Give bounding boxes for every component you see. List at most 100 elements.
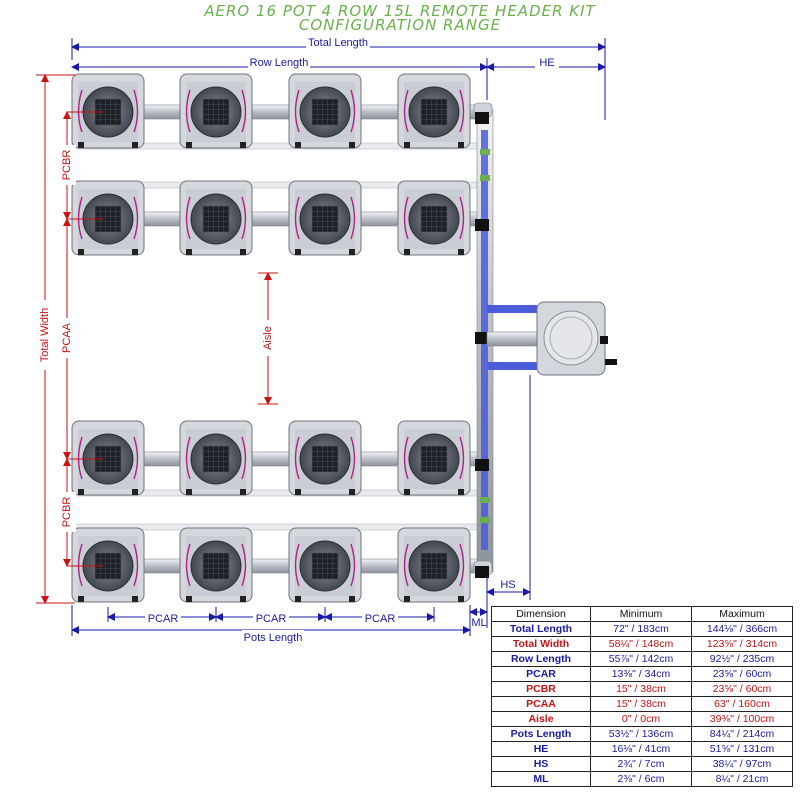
minimum-cell: 13⅜" / 34cm [590,666,692,682]
total-length-label-bg [306,35,370,49]
fitting [475,566,489,578]
pot-foot [78,489,84,495]
title-line-1: AERO 16 POT 4 ROW 15L REMOTE HEADER KIT [204,2,596,20]
fitting [475,332,489,344]
he-label: HE [539,57,554,69]
tank-outlet [605,359,617,365]
green-coupler [480,149,490,155]
column-header: Minimum [590,606,692,622]
pot [67,180,145,256]
drip-line-left [185,196,191,240]
dimension-name-cell: Total Length [491,621,591,637]
dimension-name-cell: PCAR [491,666,591,682]
pot [67,527,145,603]
pot [288,180,362,256]
pcbr-top-label: PCBR [61,150,73,181]
maximum-cell: 8¼" / 21cm [691,771,793,787]
pots-length-label: Pots Length [244,632,303,644]
pcar-label-bg-1 [145,611,181,625]
net-cup [420,98,448,126]
drip-line-right [459,89,465,133]
pcaa-label-bg [58,318,76,358]
title-line-2: CONFIGURATION RANGE [298,16,502,34]
pots-length-label-bg [242,630,304,644]
green-coupler [480,517,490,523]
pot [67,420,145,496]
dimension-name-cell: Aisle [491,711,591,727]
dimension-name-cell: HE [491,741,591,757]
drip-line-right [350,543,356,587]
pcbr-bottom-label-bg [58,492,76,532]
drip-line-right [133,543,139,587]
drip-line-right [133,436,139,480]
pot-foot [240,249,246,255]
drip-line-right [350,89,356,133]
pot-foot [186,249,192,255]
drip-line-right [133,196,139,240]
pot-foot [186,596,192,602]
drip-line-right [241,89,247,133]
drip-line-left [294,543,300,587]
pot-foot [404,249,410,255]
fitting [475,112,489,124]
maximum-cell: 63" / 160cm [691,696,793,712]
net-cup [420,205,448,233]
net-cup [202,98,230,126]
pot [288,420,362,496]
drip-line-left [294,196,300,240]
pot-foot [132,489,138,495]
drip-line-left [185,89,191,133]
minimum-cell: 15" / 38cm [590,681,692,697]
pcar-label-1: PCAR [148,613,179,625]
dimension-name-cell: ML [491,771,591,787]
pot-grid [67,73,471,603]
maximum-cell: 92½" / 235cm [691,651,793,667]
dimension-name-cell: Total Width [491,636,591,652]
fitting [475,459,489,471]
pcbr-bottom-label: PCBR [61,497,73,528]
net-cup [202,552,230,580]
column-header: Maximum [691,606,793,622]
pot-foot [458,489,464,495]
pot-foot [349,249,355,255]
minimum-cell: 58¼" / 148cm [590,636,692,652]
drip-line-left [185,543,191,587]
net-cup [420,552,448,580]
maximum-cell: 39⅜" / 100cm [691,711,793,727]
minimum-cell: 16⅛" / 41cm [590,741,692,757]
net-cup [311,98,339,126]
drip-line-right [350,196,356,240]
dimension-name-cell: HS [491,756,591,772]
net-cup [311,445,339,473]
pcaa-label: PCAA [61,322,73,353]
column-header: Dimension [491,606,591,622]
ml-label: ML [471,617,486,629]
maximum-cell: 84¼" / 214cm [691,726,793,742]
he-label-bg [535,55,559,69]
dimension-name-cell: Row Length [491,651,591,667]
net-cup [420,445,448,473]
pot-foot [404,489,410,495]
pcar-label-bg-3 [362,611,398,625]
drip-line-right [459,543,465,587]
minimum-cell: 2⅜" / 6cm [590,771,692,787]
pot [397,527,471,603]
remote-header-tank [536,301,617,376]
pipework [71,102,538,578]
pcar-label-3: PCAR [365,613,396,625]
return-line-blue [487,362,537,370]
hs-label: HS [500,579,515,591]
pot-foot [240,142,246,148]
pot [288,73,362,149]
tank-port [600,336,608,344]
pot-foot [349,596,355,602]
feed-line-blue [487,305,537,313]
pot-foot [295,489,301,495]
pot-foot [78,249,84,255]
pot [67,73,145,149]
